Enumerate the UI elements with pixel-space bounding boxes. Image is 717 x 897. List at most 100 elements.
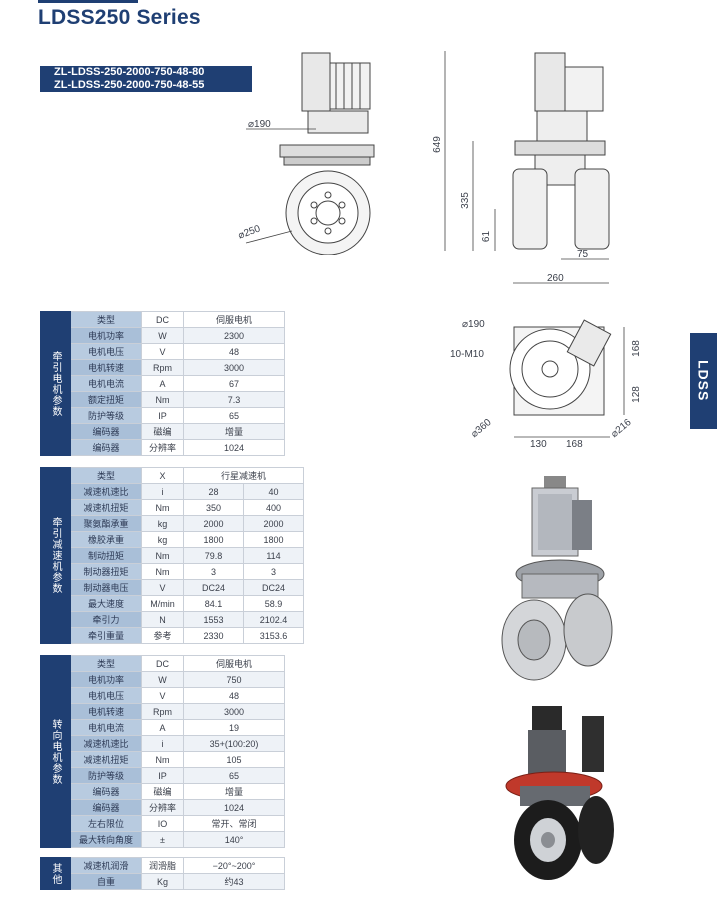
table-cell: 制动扭矩 — [70, 547, 142, 564]
table-cell: IP — [141, 767, 184, 784]
table-cell: 润滑脂 — [141, 857, 184, 874]
table-cell: 防护等级 — [70, 407, 142, 424]
table-cell: V — [141, 687, 184, 704]
model-number-box: ZL-LDSS-250-2000-750-48-80 ZL-LDSS-250-2… — [40, 66, 252, 92]
dim-61-label: 61 — [481, 230, 493, 243]
table-cell: 减速机润滑 — [70, 857, 142, 874]
table-cell: 84.1 — [183, 595, 244, 612]
table-cell: 1024 — [183, 439, 285, 456]
table-cell: 制动器电压 — [70, 579, 142, 596]
table-cell: 1553 — [183, 611, 244, 628]
table-header-cell: X — [141, 467, 184, 484]
table-cell: 3000 — [183, 703, 285, 720]
table-cell: 聚氨酯承重 — [70, 515, 142, 532]
table-cell: 类型 — [70, 655, 142, 672]
table-header-cell: 行星减速机 — [183, 467, 304, 484]
table-cell: 防护等级 — [70, 767, 142, 784]
table-cell: 65 — [183, 767, 285, 784]
table-cell: 类型 — [70, 311, 142, 328]
table-cell: 常开、常闭 — [183, 815, 285, 832]
dim-190-label: ⌀190 — [248, 119, 271, 130]
table-cell: 最大转向角度 — [70, 831, 142, 848]
table-cell: Nm — [141, 751, 184, 768]
dim-top-190-label: ⌀190 — [462, 319, 485, 330]
table-cell: 自重 — [70, 873, 142, 890]
table-cell: −20°~200° — [183, 857, 285, 874]
table-cell: 350 — [183, 499, 244, 516]
table-cell: ± — [141, 831, 184, 848]
table-cell: 2300 — [183, 327, 285, 344]
side-view-drawing: ⌀190 ⌀250 — [228, 45, 398, 255]
side-tab-label: LDSS — [695, 360, 712, 402]
table-cell: 3153.6 — [243, 627, 304, 644]
table-cell: 左右限位 — [70, 815, 142, 832]
table-cell: 磁编 — [141, 423, 184, 440]
product-photo-color — [492, 690, 622, 890]
dim-130-label: 130 — [530, 439, 547, 450]
top-view-drawing: ⌀190 10-M10 ⌀360 ⌀216 130 168 168 128 — [450, 305, 650, 455]
table-cell: 48 — [183, 687, 285, 704]
table-cell: 2000 — [243, 515, 304, 532]
table-cell: i — [141, 483, 184, 500]
other-group-label: 其他 — [40, 857, 71, 890]
table-cell: 额定扭矩 — [70, 391, 142, 408]
table-cell: N — [141, 611, 184, 628]
table-cell: Rpm — [141, 703, 184, 720]
model-number-2: ZL-LDSS-250-2000-750-48-55 — [54, 79, 205, 91]
table-cell: 750 — [183, 671, 285, 688]
table-cell: 2102.4 — [243, 611, 304, 628]
table-cell: W — [141, 327, 184, 344]
table-cell: Nm — [141, 391, 184, 408]
table-cell: W — [141, 671, 184, 688]
table-cell: 电机电压 — [70, 687, 142, 704]
table-cell: 减速机扭矩 — [70, 499, 142, 516]
table-cell: Nm — [141, 547, 184, 564]
table-cell: 增量 — [183, 423, 285, 440]
table-cell: 58.9 — [243, 595, 304, 612]
table-header-cell: 类型 — [70, 467, 142, 484]
table-cell: 分辨率 — [141, 439, 184, 456]
table-cell: 电机电流 — [70, 375, 142, 392]
product-photo-grey — [492, 470, 622, 685]
table-cell: 增量 — [183, 783, 285, 800]
table-cell: 编码器 — [70, 783, 142, 800]
table-cell: 67 — [183, 375, 285, 392]
table-cell: A — [141, 375, 184, 392]
dim-m10-label: 10-M10 — [450, 349, 484, 360]
table-cell: 28 — [183, 483, 244, 500]
table-cell: 制动器扭矩 — [70, 563, 142, 580]
table-cell: 7.3 — [183, 391, 285, 408]
table-cell: 牵引重量 — [70, 627, 142, 644]
traction-motor-group-label: 牵引电机参数 — [40, 311, 71, 456]
table-cell: 伺服电机 — [183, 655, 285, 672]
table-cell: 65 — [183, 407, 285, 424]
table-cell: Rpm — [141, 359, 184, 376]
steering-motor-group-label: 转向电机参数 — [40, 655, 71, 848]
table-cell: 35+(100:20) — [183, 735, 285, 752]
table-cell: 79.8 — [183, 547, 244, 564]
table-cell: DC24 — [243, 579, 304, 596]
table-cell: 减速机速比 — [70, 735, 142, 752]
side-section-tab[interactable]: LDSS — [690, 333, 717, 429]
table-cell: 最大速度 — [70, 595, 142, 612]
dim-h128-label: 128 — [630, 386, 642, 403]
table-cell: M/min — [141, 595, 184, 612]
table-cell: Kg — [141, 873, 184, 890]
table-cell: kg — [141, 531, 184, 548]
table-cell: A — [141, 719, 184, 736]
table-cell: Nm — [141, 499, 184, 516]
table-cell: 电机转速 — [70, 359, 142, 376]
dim-h168-label: 168 — [630, 340, 642, 357]
table-cell: kg — [141, 515, 184, 532]
table-cell: 伺服电机 — [183, 311, 285, 328]
table-cell: IP — [141, 407, 184, 424]
table-cell: 140° — [183, 831, 285, 848]
front-view-drawing: 649 335 61 75 260 — [415, 45, 625, 295]
table-cell: 参考 — [141, 627, 184, 644]
table-cell: 编码器 — [70, 423, 142, 440]
table-cell: 105 — [183, 751, 285, 768]
table-cell: 400 — [243, 499, 304, 516]
